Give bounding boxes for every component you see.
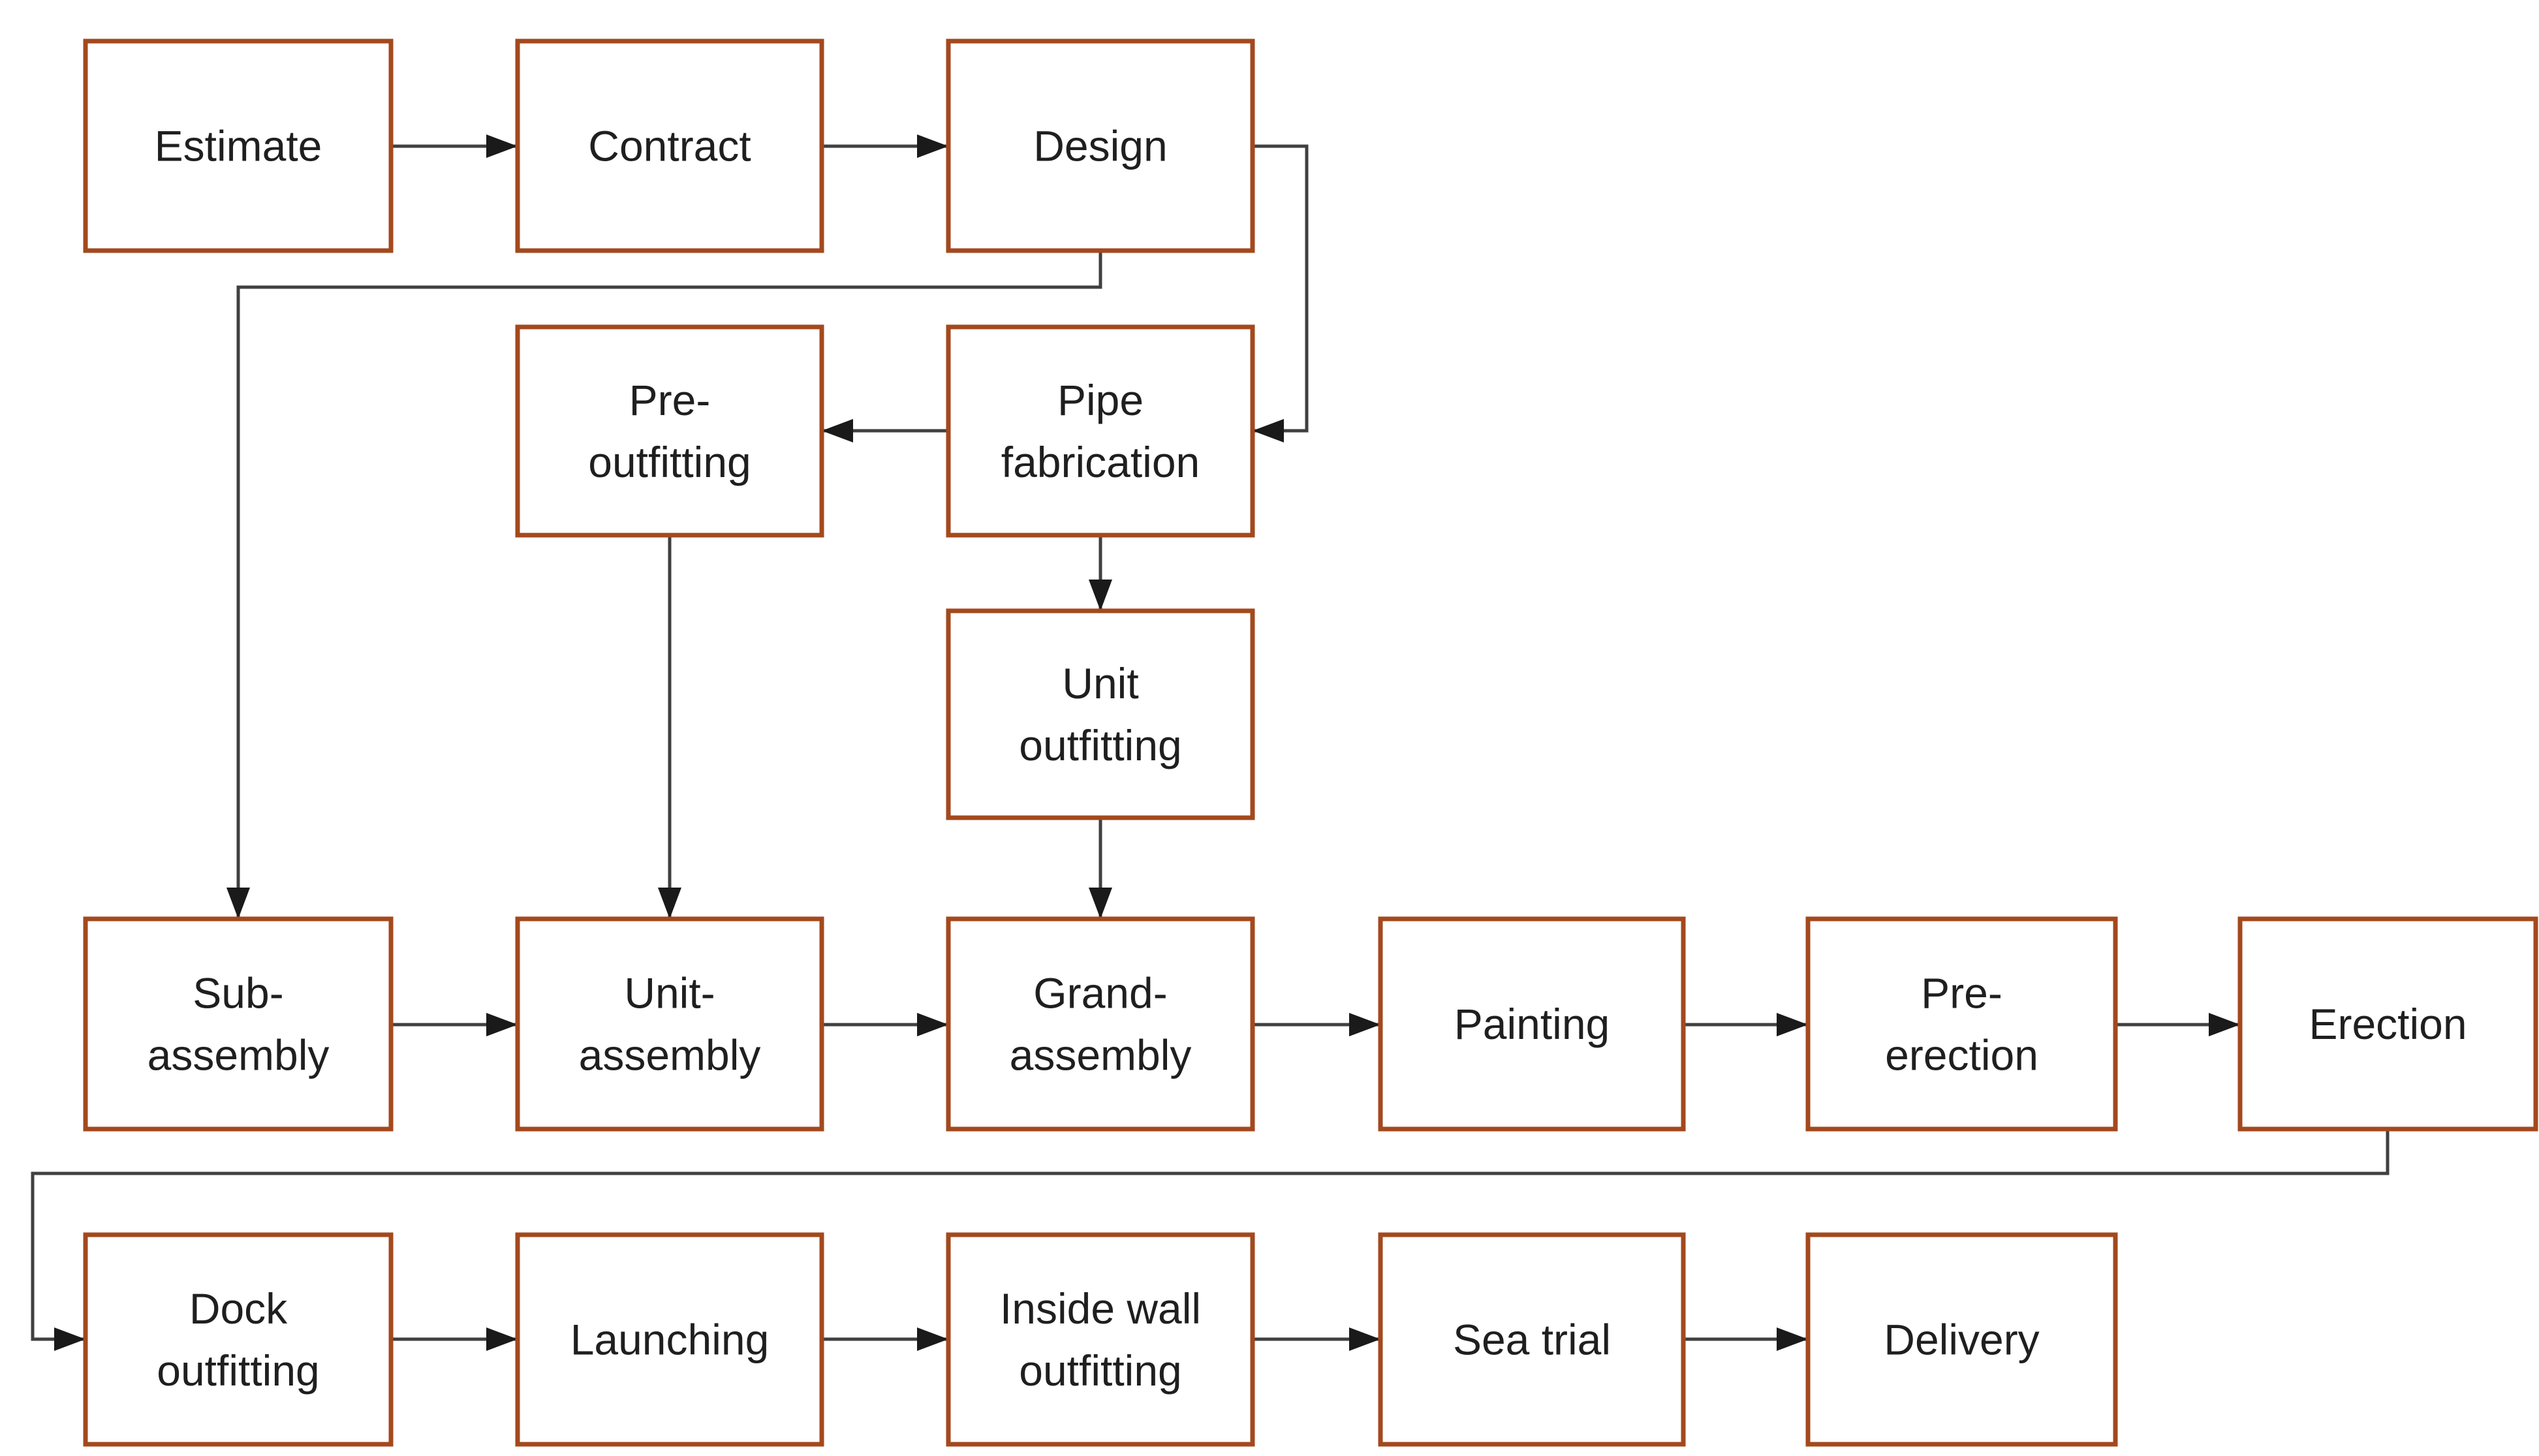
node-delivery: Delivery: [1805, 1232, 2118, 1447]
node-dock-outfitting-label: Dock outfitting: [157, 1284, 320, 1395]
node-unit-assembly-label-line-1: assembly: [579, 1031, 761, 1079]
node-launching-box: [515, 1232, 824, 1447]
node-painting-box: [1378, 916, 1686, 1132]
node-unit-assembly-box: [515, 916, 824, 1132]
node-pipe-fabrication: Pipe fabrication: [946, 324, 1255, 538]
node-grand-assembly-box: [946, 916, 1255, 1132]
node-delivery-label: Delivery: [1884, 1316, 2039, 1364]
node-design: Design: [946, 39, 1255, 253]
node-launching: Launching: [515, 1232, 824, 1447]
node-pipe-fabrication-label-line-1: fabrication: [1001, 438, 1200, 486]
node-erection-label-line-0: Erection: [2309, 1000, 2467, 1048]
node-pre-erection-box: [1805, 916, 2118, 1132]
node-estimate-label: Estimate: [155, 122, 322, 170]
node-pre-outfitting: Pre-outfitting: [515, 324, 824, 538]
node-sea-trial: Sea trial: [1378, 1232, 1686, 1447]
node-sub-assembly: Sub-assembly: [83, 916, 394, 1132]
node-delivery-box: [1805, 1232, 2118, 1447]
node-design-label-line-0: Design: [1033, 122, 1167, 170]
node-dock-outfitting-label-line-1: outfitting: [157, 1346, 320, 1395]
node-pipe-fabrication-box: [946, 324, 1255, 538]
edges-layer: [31, 134, 2390, 1351]
node-unit-outfitting: Unit outfitting: [946, 608, 1255, 820]
node-grand-assembly: Grand-assembly: [946, 916, 1255, 1132]
node-unit-outfitting-box: [946, 608, 1255, 820]
node-pre-erection: Pre-erection: [1805, 916, 2118, 1132]
node-launching-label-line-0: Launching: [570, 1316, 770, 1364]
node-erection-label: Erection: [2309, 1000, 2467, 1048]
node-grand-assembly-label-line-0: Grand-: [1033, 969, 1167, 1017]
node-contract-box: [515, 39, 824, 253]
node-estimate-box: [83, 39, 394, 253]
node-estimate-label-line-0: Estimate: [155, 122, 322, 170]
node-sub-assembly-label-line-0: Sub-: [193, 969, 283, 1017]
node-pre-outfitting-label: Pre-outfitting: [588, 376, 751, 486]
edge-design-to-sub-assembly: [226, 251, 1102, 919]
node-contract-label: Contract: [588, 122, 751, 170]
node-inside-wall-outfitting-label: Inside wall outfitting: [1000, 1284, 1201, 1395]
node-inside-wall-outfitting-label-line-0: Inside wall: [1000, 1284, 1201, 1333]
node-pre-erection-label-line-0: Pre-: [1921, 969, 2002, 1017]
node-pre-erection-label-line-1: erection: [1885, 1031, 2038, 1079]
node-pipe-fabrication-label-line-0: Pipe: [1057, 376, 1144, 424]
edge-erection-to-dock-outfitting: [31, 1129, 2390, 1351]
node-grand-assembly-label-line-1: assembly: [1010, 1031, 1192, 1079]
node-pre-outfitting-label-line-0: Pre-: [629, 376, 711, 424]
node-unit-assembly: Unit-assembly: [515, 916, 824, 1132]
node-dock-outfitting: Dock outfitting: [83, 1232, 394, 1447]
node-unit-outfitting-label: Unit outfitting: [1019, 659, 1182, 769]
node-sea-trial-label-line-0: Sea trial: [1453, 1316, 1611, 1364]
node-sub-assembly-label: Sub-assembly: [148, 969, 330, 1079]
node-pre-outfitting-label-line-1: outfitting: [588, 438, 751, 486]
node-sub-assembly-box: [83, 916, 394, 1132]
node-erection-box: [2237, 916, 2538, 1132]
node-painting-label-line-0: Painting: [1454, 1000, 1610, 1048]
node-design-label: Design: [1033, 122, 1167, 170]
node-dock-outfitting-label-line-0: Dock: [189, 1284, 288, 1333]
node-design-box: [946, 39, 1255, 253]
node-pipe-fabrication-label: Pipe fabrication: [1001, 376, 1200, 486]
node-sub-assembly-label-line-1: assembly: [148, 1031, 330, 1079]
node-contract: Contract: [515, 39, 824, 253]
node-delivery-label-line-0: Delivery: [1884, 1316, 2039, 1364]
node-unit-assembly-label-line-0: Unit-: [624, 969, 715, 1017]
edge-design-to-pipe-fabrication: [1253, 144, 1309, 442]
node-inside-wall-outfitting-label-line-1: outfitting: [1019, 1346, 1182, 1395]
node-contract-label-line-0: Contract: [588, 122, 751, 170]
node-sea-trial-box: [1378, 1232, 1686, 1447]
node-estimate: Estimate: [83, 39, 394, 253]
node-launching-label: Launching: [570, 1316, 770, 1364]
node-grand-assembly-label: Grand-assembly: [1010, 969, 1192, 1079]
node-unit-assembly-label: Unit-assembly: [579, 969, 761, 1079]
node-unit-outfitting-label-line-0: Unit: [1062, 659, 1138, 707]
node-erection: Erection: [2237, 916, 2538, 1132]
node-pre-outfitting-box: [515, 324, 824, 538]
node-unit-outfitting-label-line-1: outfitting: [1019, 721, 1182, 769]
node-painting-label: Painting: [1454, 1000, 1610, 1048]
node-sea-trial-label: Sea trial: [1453, 1316, 1611, 1364]
node-painting: Painting: [1378, 916, 1686, 1132]
node-pre-erection-label: Pre-erection: [1885, 969, 2038, 1079]
node-dock-outfitting-box: [83, 1232, 394, 1447]
node-inside-wall-outfitting: Inside wall outfitting: [946, 1232, 1255, 1447]
node-inside-wall-outfitting-box: [946, 1232, 1255, 1447]
